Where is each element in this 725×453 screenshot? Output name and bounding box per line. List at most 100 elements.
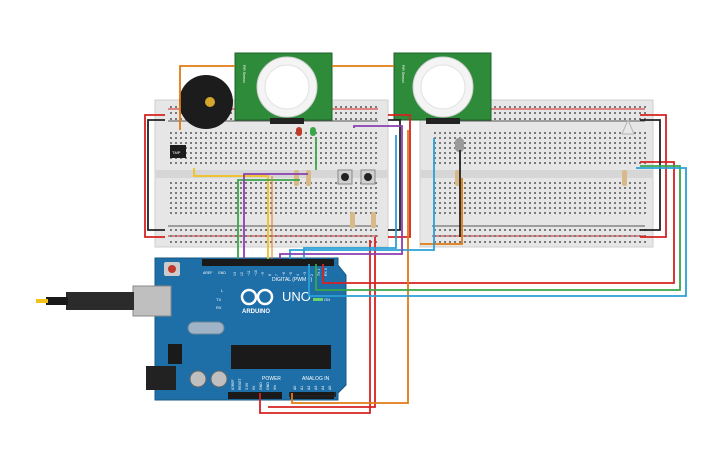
breadboard-hole[interactable] [250,132,252,134]
breadboard-hole[interactable] [195,241,197,243]
breadboard-hole[interactable] [559,132,561,134]
breadboard-hole[interactable] [205,241,207,243]
breadboard-hole[interactable] [489,162,491,164]
breadboard-hole[interactable] [624,241,626,243]
breadboard-hole[interactable] [499,241,501,243]
breadboard-hole[interactable] [220,207,222,209]
breadboard-hole[interactable] [330,192,332,194]
breadboard-hole[interactable] [609,112,611,114]
breadboard-hole[interactable] [250,202,252,204]
breadboard-hole[interactable] [569,197,571,199]
breadboard-hole[interactable] [275,157,277,159]
breadboard-hole[interactable] [639,182,641,184]
breadboard-hole[interactable] [509,118,511,120]
breadboard-hole[interactable] [544,142,546,144]
breadboard-hole[interactable] [255,152,257,154]
breadboard-hole[interactable] [240,157,242,159]
breadboard-hole[interactable] [564,182,566,184]
breadboard-hole[interactable] [170,229,172,231]
breadboard-hole[interactable] [185,142,187,144]
breadboard-hole[interactable] [365,106,367,108]
breadboard-hole[interactable] [639,235,641,237]
breadboard-hole[interactable] [534,182,536,184]
breadboard-hole[interactable] [270,157,272,159]
breadboard-hole[interactable] [529,187,531,189]
breadboard-hole[interactable] [589,162,591,164]
breadboard-hole[interactable] [574,202,576,204]
breadboard-hole[interactable] [315,207,317,209]
breadboard-hole[interactable] [180,212,182,214]
breadboard-hole[interactable] [514,192,516,194]
breadboard-hole[interactable] [644,187,646,189]
breadboard-hole[interactable] [534,235,536,237]
breadboard-hole[interactable] [195,137,197,139]
breadboard-hole[interactable] [330,202,332,204]
breadboard-hole[interactable] [474,197,476,199]
breadboard-hole[interactable] [300,152,302,154]
breadboard-hole[interactable] [579,187,581,189]
breadboard-hole[interactable] [444,241,446,243]
led-red[interactable] [296,127,302,136]
breadboard-hole[interactable] [464,207,466,209]
breadboard-hole[interactable] [285,229,287,231]
breadboard-hole[interactable] [370,229,372,231]
breadboard-hole[interactable] [360,147,362,149]
breadboard-hole[interactable] [265,212,267,214]
breadboard-hole[interactable] [345,162,347,164]
breadboard-hole[interactable] [449,197,451,199]
breadboard-hole[interactable] [559,212,561,214]
breadboard-hole[interactable] [235,229,237,231]
breadboard-hole[interactable] [350,241,352,243]
breadboard-hole[interactable] [509,235,511,237]
breadboard-hole[interactable] [280,132,282,134]
breadboard-hole[interactable] [574,157,576,159]
breadboard-hole[interactable] [330,235,332,237]
breadboard-hole[interactable] [195,187,197,189]
breadboard-hole[interactable] [629,229,631,231]
breadboard-hole[interactable] [245,157,247,159]
breadboard-hole[interactable] [554,202,556,204]
breadboard-hole[interactable] [629,157,631,159]
breadboard-hole[interactable] [280,241,282,243]
breadboard-hole[interactable] [529,202,531,204]
breadboard-hole[interactable] [484,212,486,214]
breadboard-hole[interactable] [310,241,312,243]
breadboard-hole[interactable] [484,197,486,199]
breadboard-hole[interactable] [255,241,257,243]
breadboard-hole[interactable] [190,192,192,194]
breadboard-hole[interactable] [305,147,307,149]
breadboard-hole[interactable] [569,112,571,114]
breadboard-hole[interactable] [589,235,591,237]
breadboard-hole[interactable] [489,157,491,159]
breadboard-hole[interactable] [559,235,561,237]
breadboard-hole[interactable] [245,212,247,214]
breadboard-hole[interactable] [185,187,187,189]
breadboard-hole[interactable] [609,162,611,164]
breadboard-hole[interactable] [499,157,501,159]
breadboard-hole[interactable] [539,106,541,108]
breadboard-hole[interactable] [619,112,621,114]
breadboard-hole[interactable] [574,137,576,139]
breadboard-hole[interactable] [315,202,317,204]
breadboard-hole[interactable] [250,187,252,189]
breadboard-hole[interactable] [195,152,197,154]
breadboard-hole[interactable] [634,212,636,214]
breadboard-hole[interactable] [290,157,292,159]
breadboard-hole[interactable] [340,241,342,243]
breadboard-hole[interactable] [469,157,471,159]
breadboard-hole[interactable] [484,147,486,149]
breadboard-hole[interactable] [360,118,362,120]
breadboard-hole[interactable] [180,197,182,199]
breadboard-hole[interactable] [225,229,227,231]
breadboard-hole[interactable] [514,187,516,189]
breadboard-hole[interactable] [614,132,616,134]
breadboard-hole[interactable] [335,197,337,199]
breadboard-hole[interactable] [175,137,177,139]
breadboard-hole[interactable] [285,137,287,139]
breadboard-hole[interactable] [494,152,496,154]
breadboard-hole[interactable] [564,142,566,144]
breadboard-hole[interactable] [489,142,491,144]
breadboard-hole[interactable] [290,137,292,139]
breadboard-hole[interactable] [614,187,616,189]
breadboard-hole[interactable] [519,235,521,237]
